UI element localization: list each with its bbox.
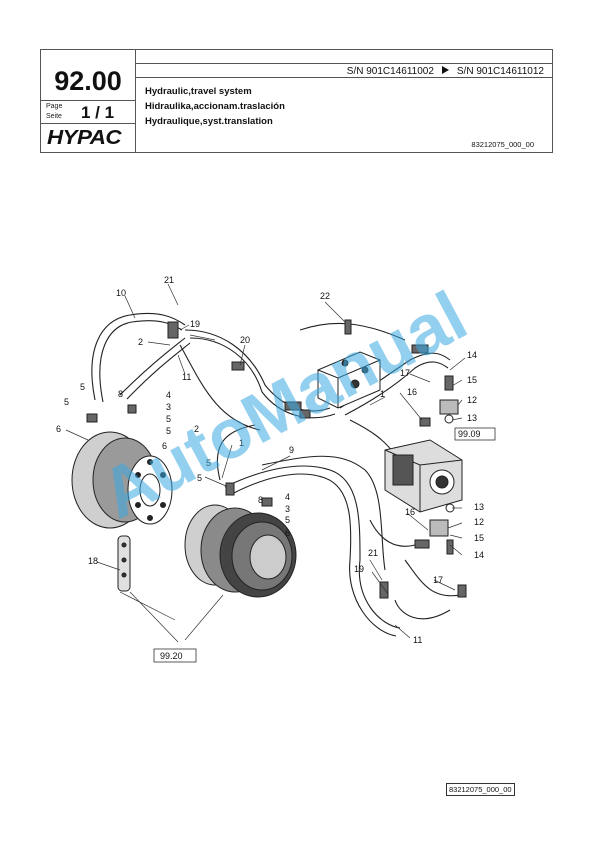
callout-1: 1 [380, 389, 385, 399]
title-english: Hydraulic,travel system [145, 86, 252, 97]
header-rule [135, 77, 552, 78]
callout-2: 2 [138, 337, 143, 347]
header-block: 92.00 Page Seite 1 / 1 HYPAC S/N 901C146… [40, 49, 553, 153]
header-rule [41, 100, 135, 101]
leader-lines [65, 283, 466, 643]
control-valve [317, 351, 381, 409]
callout-8: 8 [118, 389, 123, 399]
callout-16: 16 [405, 507, 415, 517]
callout-3: 3 [166, 402, 171, 412]
callout-14: 14 [474, 550, 484, 560]
ref-99-09-label: 99.09 [458, 429, 481, 439]
serial-range: S/N 901C14611002 S/N 901C14611012 [347, 66, 544, 77]
callout-5: 5 [80, 382, 85, 392]
callout-5: 5 [166, 426, 171, 436]
fittings [86, 319, 467, 599]
callout-9: 9 [289, 445, 294, 455]
callout-21: 21 [164, 275, 174, 285]
callout-14: 14 [467, 350, 477, 360]
callout-2: 2 [194, 424, 199, 434]
callout-12: 12 [474, 517, 484, 527]
ref-box-99-20 [153, 648, 197, 663]
bracket-18 [117, 535, 131, 592]
travel-motor-left [71, 431, 173, 529]
header-rule [41, 123, 135, 124]
callout-5: 5 [285, 515, 290, 525]
callout-3: 3 [285, 504, 290, 514]
hydraulic-pump [384, 439, 463, 513]
callout-6: 6 [56, 424, 61, 434]
reference-code: 83212075_000_00 [471, 140, 534, 149]
callout-15: 15 [467, 375, 477, 385]
footer-reference-code: 83212075_000_00 [446, 783, 515, 796]
callout-11: 11 [413, 635, 422, 645]
callout-4: 4 [166, 390, 171, 400]
callout-16: 16 [407, 387, 417, 397]
callout-18: 18 [88, 556, 98, 566]
callout-17: 17 [400, 368, 410, 378]
callout-6: 6 [162, 441, 167, 451]
callout-4: 4 [285, 492, 290, 502]
serial-from: S/N 901C14611002 [346, 66, 434, 77]
callout-6: 6 [285, 528, 290, 538]
header-rule [135, 63, 552, 64]
section-number: 92.00 [54, 66, 122, 96]
callout-5: 5 [166, 414, 171, 424]
callout-20: 20 [240, 335, 250, 345]
callout-22: 22 [320, 291, 330, 301]
callout-13: 13 [474, 502, 484, 512]
travel-motor-right [184, 504, 297, 598]
arrow-right-icon [441, 66, 449, 74]
brand-logo: HYPAC [47, 127, 122, 149]
callout-13: 13 [467, 413, 477, 423]
part-callouts: 21 10 19 2 20 22 11 14 17 15 5 5 8 4 3 5… [56, 275, 484, 645]
callout-10: 10 [116, 288, 126, 298]
page-value: 1 / 1 [81, 103, 115, 122]
ref-box-99-09 [454, 427, 496, 441]
serial-to: S/N 901C14611012 [456, 66, 544, 77]
title-french: Hydraulique,syst.translation [145, 116, 273, 127]
callout-15: 15 [474, 533, 484, 543]
callout-12: 12 [467, 395, 477, 405]
title-spanish: Hidraulika,accionam.traslación [145, 101, 285, 112]
callout-17: 17 [433, 575, 443, 585]
callout-21: 21 [368, 548, 378, 558]
page-label: Page [46, 103, 63, 110]
hose-lines [91, 312, 461, 637]
seite-label: Seite [46, 113, 62, 120]
callout-1: 1 [239, 438, 244, 448]
header-divider [135, 50, 136, 152]
callout-19: 19 [190, 319, 200, 329]
callout-5: 5 [64, 397, 69, 407]
callout-5: 5 [206, 458, 211, 468]
callout-8: 8 [258, 495, 263, 505]
callout-19: 19 [354, 564, 364, 574]
callout-5: 5 [197, 473, 202, 483]
ref-99-20-label: 99.20 [160, 651, 183, 661]
callout-11: 11 [182, 372, 191, 382]
